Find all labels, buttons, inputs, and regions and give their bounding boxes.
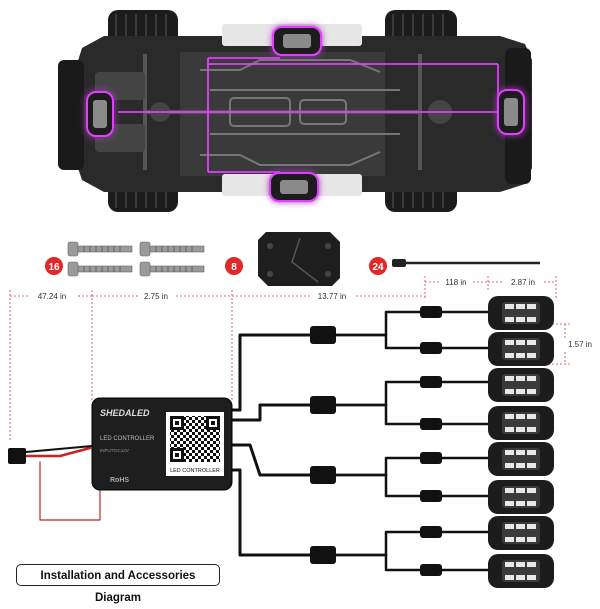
wiring-harness	[8, 306, 490, 576]
qr-label: LED CONTROLLER	[170, 468, 220, 474]
dim-main-cable: 13.77 in	[318, 292, 346, 301]
dim-lead-wire: 47.24 in	[38, 292, 66, 301]
ties-qty: 24	[372, 262, 384, 273]
dim-branch-wire: 118 in	[445, 278, 466, 287]
front-bumper	[58, 60, 84, 170]
controller-input: INPUT:DC12V	[100, 448, 129, 453]
pod-light	[488, 368, 554, 402]
installed-pod-bottom	[269, 172, 319, 202]
pod-light	[488, 442, 554, 476]
dim-controller-gap: 2.75 in	[144, 292, 168, 301]
power-plug	[8, 448, 26, 464]
accessory-screws: 16	[45, 241, 205, 277]
installed-pod-top	[272, 26, 322, 56]
diagram-caption: Installation and Accessories Diagram	[16, 564, 220, 604]
pod-light	[488, 332, 554, 366]
pod-light	[488, 480, 554, 514]
vehicle-wiring-route	[118, 57, 505, 173]
led-controller: LED CONTROLLER SHEDALED LED CONTROLLER I…	[91, 397, 233, 491]
ties-qty-badge	[369, 257, 387, 275]
pads-qty-badge	[225, 257, 243, 275]
screws-qty: 16	[48, 262, 60, 273]
installed-pod-rear	[497, 89, 525, 135]
red-power-wire	[18, 446, 92, 458]
accessory-pads: 8	[225, 232, 340, 286]
pod-light	[488, 554, 554, 588]
screws-qty-badge	[45, 257, 63, 275]
pads-qty: 8	[231, 262, 237, 273]
pod-lights	[488, 296, 554, 588]
controller-model: LED CONTROLLER	[100, 436, 155, 442]
pod-light	[488, 406, 554, 440]
vehicle-underside	[58, 10, 532, 212]
dim-pod-length: 2.87 in	[511, 278, 535, 287]
dimension-labels: 47.24 in 2.75 in 13.77 in 118 in 2.87 in…	[28, 276, 596, 350]
accessory-cable-ties: 24	[369, 257, 540, 275]
controller-cert: RoHS	[110, 477, 129, 484]
pod-light	[488, 516, 554, 550]
installed-pod-front	[86, 91, 114, 137]
pod-light	[488, 296, 554, 330]
controller-brand: SHEDALED	[100, 408, 150, 418]
dim-pod-width: 1.57 in	[568, 340, 592, 349]
